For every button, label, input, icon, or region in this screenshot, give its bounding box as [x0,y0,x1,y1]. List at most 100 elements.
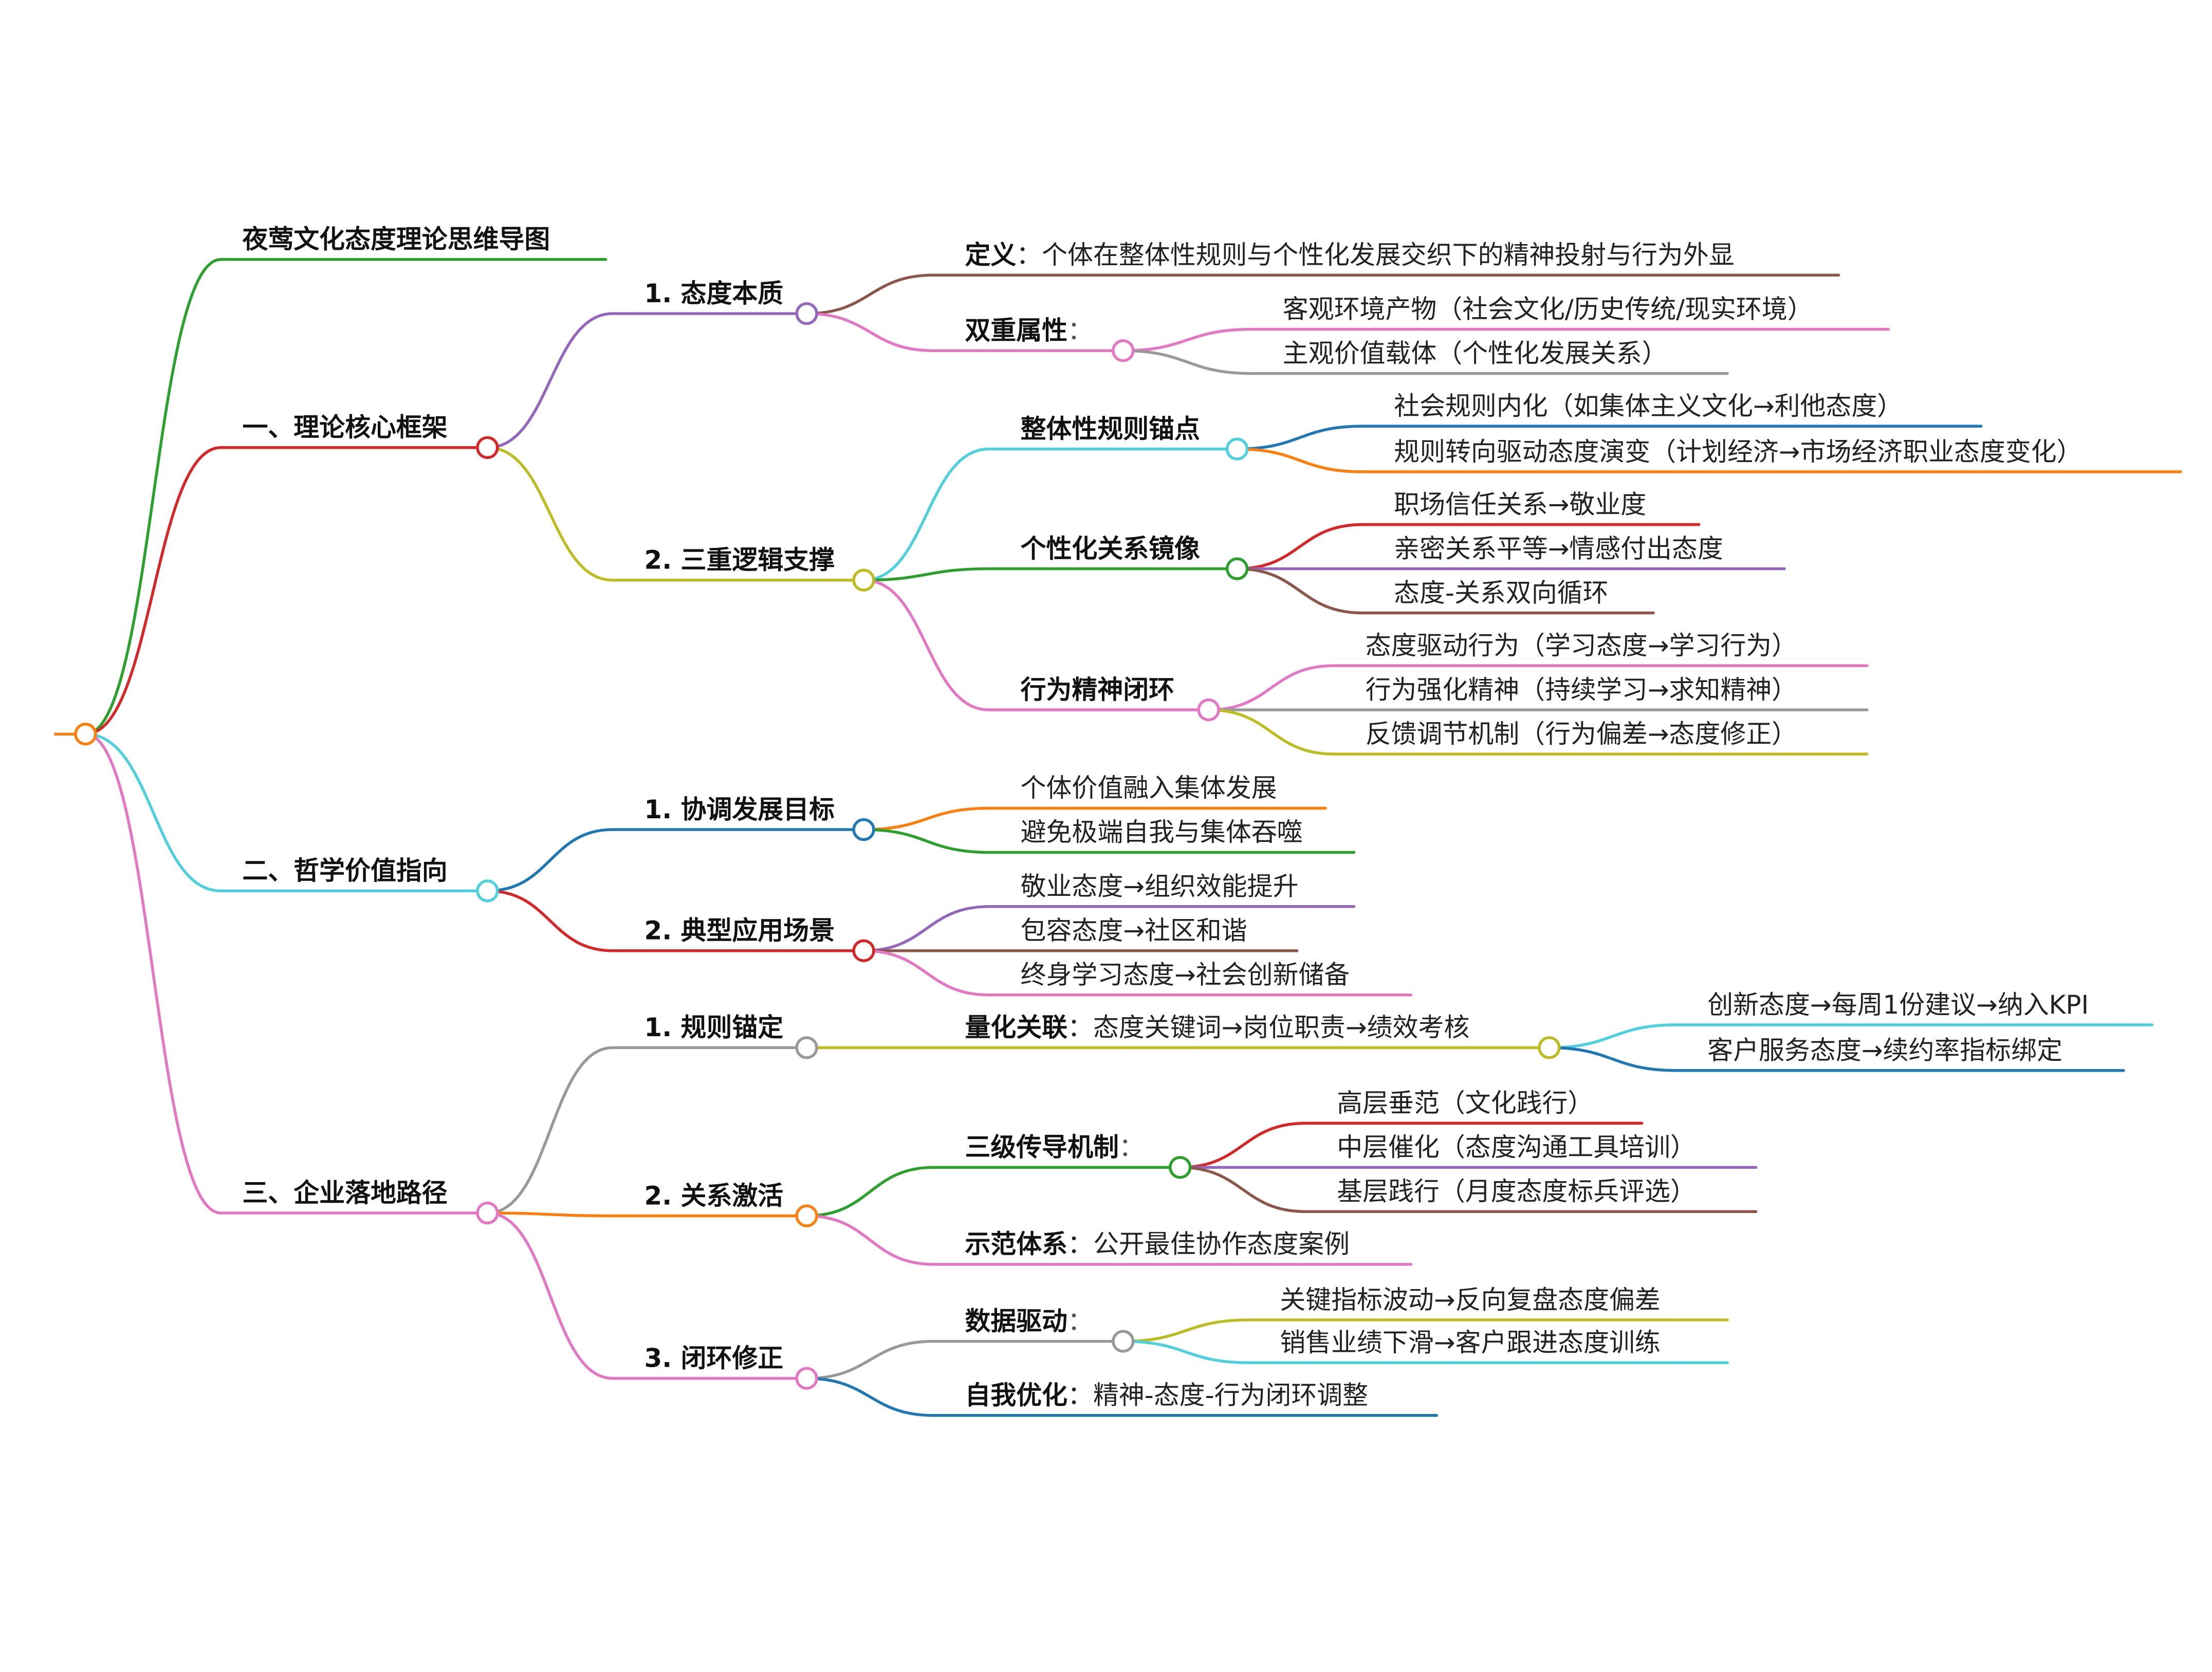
node-label: 反馈调节机制（行为偏差→态度修正） [1366,719,1797,749]
node-label: 个体价值融入集体发展 [1021,773,1277,803]
node-c2a1[interactable]: 高层垂范（文化践行） [1337,1088,1593,1118]
node-label-bold: 整体性规则锚点 [1021,414,1200,444]
edge-b1b [862,828,1356,854]
node-c1a[interactable]: 量化关联：态度关键词→岗位职责→绩效考核 [965,1013,1469,1042]
node-label-bold: 行为精神闭环 [1021,675,1174,705]
node-b2a[interactable]: 敬业态度→组织效能提升 [1021,872,1299,902]
collapse-toggle-a2[interactable] [852,568,875,592]
node-c2a[interactable]: 三级传导机制： [965,1132,1144,1162]
edge-c2a [805,1166,1182,1218]
collapse-toggle-c3a[interactable] [1112,1330,1135,1353]
node-a2c1[interactable]: 态度驱动行为（学习态度→学习行为） [1366,631,1797,660]
node-c3a1[interactable]: 关键指标波动→反向复盘态度偏差 [1280,1285,1661,1315]
collapse-toggle-b[interactable] [476,879,499,903]
node-c3[interactable]: 3. 闭环修正 [644,1344,783,1373]
node-label: ：精神-态度-行为闭环调整 [1067,1381,1368,1410]
node-b2b[interactable]: 包容态度→社区和谐 [1021,916,1247,946]
node-label: 关键指标波动→反向复盘态度偏差 [1280,1285,1661,1315]
collapse-toggle-c2a[interactable] [1169,1156,1192,1179]
node-b1a[interactable]: 个体价值融入集体发展 [1021,773,1277,803]
node-label: 态度驱动行为（学习态度→学习行为） [1366,631,1797,660]
edge-b1a [862,806,1327,831]
collapse-toggle-c1[interactable] [795,1036,818,1059]
node-label: 规则转向驱动态度演变（计划经济→市场经济职业态度变化） [1394,437,2082,467]
node-label-bold: 示范体系 [965,1229,1067,1259]
node-title[interactable]: 夜莺文化态度理论思维导图 [242,225,550,254]
edge-a1 [486,312,808,449]
node-a2c[interactable]: 行为精神闭环 [1021,675,1174,705]
node-label-bold: 2. 三重逻辑支撑 [644,545,835,575]
node-b2[interactable]: 2. 典型应用场景 [644,916,835,946]
edge-c3b [805,1376,1439,1417]
node-c2a2[interactable]: 中层催化（态度沟通工具培训） [1337,1132,1696,1162]
node-c1[interactable]: 1. 规则锚定 [644,1013,783,1042]
collapse-toggle-a2c[interactable] [1197,698,1220,722]
edge-a1b1 [1121,327,1890,353]
node-label-bold: 个性化关系镜像 [1021,534,1200,563]
edge-c3a2 [1121,1339,1729,1364]
node-c3b[interactable]: 自我优化：精神-态度-行为闭环调整 [965,1381,1368,1410]
node-a2b[interactable]: 个性化关系镜像 [1021,534,1200,563]
collapse-toggle-a1b[interactable] [1112,339,1135,362]
node-a2c2[interactable]: 行为强化精神（持续学习→求知精神） [1366,675,1797,705]
node-a1[interactable]: 1. 态度本质 [644,279,783,308]
node-label-bold: 3. 闭环修正 [644,1344,783,1373]
collapse-toggle-c2[interactable] [795,1204,818,1227]
node-a2a1[interactable]: 社会规则内化（如集体主义文化→利他态度） [1394,391,1903,421]
collapse-toggle-b1[interactable] [852,818,875,841]
node-label: ：个体在整体性规则与个性化发展交织下的精神投射与行为外显 [1016,240,1734,270]
node-c1a2[interactable]: 客户服务态度→续约率指标绑定 [1707,1036,2062,1065]
collapse-toggle-a[interactable] [476,436,499,459]
node-a2c3[interactable]: 反馈调节机制（行为偏差→态度修正） [1366,719,1797,749]
node-a1b2[interactable]: 主观价值载体（个性化发展关系） [1283,338,1668,368]
collapse-toggle-a2a[interactable] [1225,437,1249,461]
collapse-toggle-b2[interactable] [852,939,875,962]
node-a2[interactable]: 2. 三重逻辑支撑 [644,545,835,575]
collapse-toggle-a2b[interactable] [1225,557,1249,580]
node-a2a[interactable]: 整体性规则锚点 [1021,414,1200,444]
node-b1b[interactable]: 避免极端自我与集体吞噬 [1021,817,1303,847]
edge-a2 [486,446,865,582]
node-label: 避免极端自我与集体吞噬 [1021,817,1303,847]
node-c1a1[interactable]: 创新态度→每周1份建议→纳入KPI [1707,990,2089,1020]
node-a[interactable]: 一、理论核心框架 [242,413,447,443]
node-a2a2[interactable]: 规则转向驱动态度演变（计划经济→市场经济职业态度变化） [1394,437,2082,467]
node-label: ： [1067,1306,1093,1336]
node-b[interactable]: 二、哲学价值指向 [242,856,447,886]
node-label: ：公开最佳协作态度案例 [1067,1229,1350,1259]
node-label-bold: 1. 规则锚定 [644,1013,783,1042]
node-a2b1[interactable]: 职场信任关系→敬业度 [1394,489,1646,519]
node-label: 亲密关系平等→情感付出态度 [1394,534,1723,563]
node-c2b[interactable]: 示范体系：公开最佳协作态度案例 [965,1229,1350,1259]
node-label: 创新态度→每周1份建议→纳入KPI [1707,990,2089,1020]
node-c2[interactable]: 2. 关系激活 [644,1181,783,1210]
node-c3a[interactable]: 数据驱动： [965,1306,1093,1336]
node-b2c[interactable]: 终身学习态度→社会创新储备 [1021,960,1350,990]
root-node[interactable] [74,723,97,746]
edge-a2c1 [1207,664,1869,711]
edge-c3a [805,1339,1125,1380]
collapse-toggle-c3[interactable] [795,1367,818,1390]
node-a2b3[interactable]: 态度-关系双向循环 [1394,578,1608,608]
node-label: 社会规则内化（如集体主义文化→利他态度） [1394,391,1903,421]
node-label: 终身学习态度→社会创新储备 [1021,960,1350,990]
collapse-toggle-a1[interactable] [795,302,818,325]
node-a1b1[interactable]: 客观环境产物（社会文化/历史传统/现实环境） [1283,294,1813,324]
node-label-bold: 三级传导机制 [965,1132,1118,1162]
node-label-bold: 夜莺文化态度理论思维导图 [242,225,550,254]
node-a2b2[interactable]: 亲密关系平等→情感付出态度 [1394,534,1723,563]
node-label: 主观价值载体（个性化发展关系） [1283,338,1668,368]
node-c[interactable]: 三、企业落地路径 [242,1178,447,1208]
node-c2a3[interactable]: 基层践行（月度态度标兵评选） [1337,1177,1696,1206]
node-c3a2[interactable]: 销售业绩下滑→客户跟进态度训练 [1280,1328,1661,1357]
edge-a2b3 [1236,567,1655,615]
collapse-toggle-c[interactable] [476,1201,499,1225]
node-label-bold: 自我优化 [965,1381,1067,1410]
node-a1a[interactable]: 定义：个体在整体性规则与个性化发展交织下的精神投射与行为外显 [965,240,1734,270]
node-a1b[interactable]: 双重属性： [965,316,1093,345]
collapse-toggle-c1a[interactable] [1538,1036,1561,1059]
edge-c2 [486,1211,808,1218]
node-b1[interactable]: 1. 协调发展目标 [644,795,835,824]
